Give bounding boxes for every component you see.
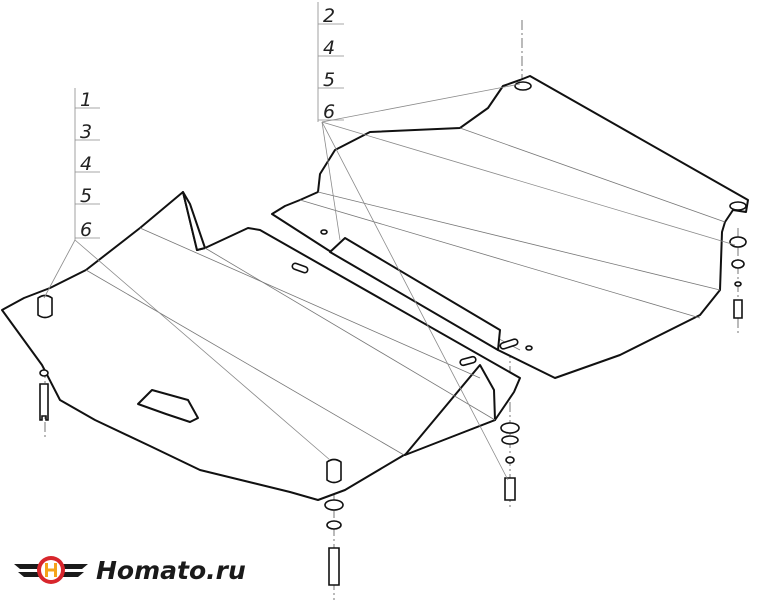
- callout-label-5-right: 5: [323, 69, 335, 91]
- callout-label-4-right: 4: [323, 37, 335, 59]
- cutout-access-hatch: [137, 389, 199, 423]
- slot-hole-front-1: [291, 262, 309, 274]
- spacer-bushing-left: [37, 294, 53, 319]
- washer-right-1: [729, 236, 747, 248]
- washer-front-2: [326, 520, 342, 530]
- callout-label-6-right: 6: [323, 101, 335, 123]
- washer-left: [39, 369, 49, 377]
- callout-label-2: 2: [323, 5, 335, 27]
- callout-stack-right: 2 4 5 6: [317, 2, 736, 481]
- bolt-right: [733, 299, 743, 319]
- slot-hole-rear-top: [514, 81, 532, 91]
- slot-hole-front-2: [459, 355, 477, 367]
- brand-emblem-icon: [14, 556, 88, 584]
- washer-right-2: [731, 259, 745, 269]
- slot-hole-rear-centre: [499, 338, 519, 350]
- brand-logo-text: Homato.ru: [96, 555, 246, 585]
- fastener-left: [37, 294, 53, 421]
- washer-right-3: [734, 281, 742, 287]
- front-skid-plate: [1, 191, 521, 501]
- brand-logo: Homato.ru: [12, 550, 246, 590]
- rear-skid-plate: [271, 75, 749, 379]
- callout-stack-left: 1 3 4 5 6: [43, 88, 331, 461]
- washer-front-1: [324, 499, 344, 511]
- washer-middle-3: [505, 456, 515, 464]
- callout-label-1: 1: [80, 89, 92, 111]
- bolt-front: [328, 547, 340, 586]
- fastener-middle: [500, 422, 520, 501]
- callout-label-4-left: 4: [80, 153, 92, 175]
- washer-middle-2: [501, 435, 519, 445]
- hole-rear-plate-2: [525, 345, 533, 351]
- bolt-middle: [504, 477, 516, 501]
- fastener-right: [729, 236, 747, 319]
- callout-label-6-left: 6: [80, 219, 92, 241]
- spacer-bushing-front: [326, 458, 342, 484]
- callout-label-5-left: 5: [80, 185, 92, 207]
- slot-hole-rear-right: [729, 201, 747, 211]
- fastener-front: [324, 458, 344, 586]
- callout-label-3: 3: [80, 121, 92, 143]
- hole-rear-plate-1: [320, 229, 328, 235]
- bolt-left: [39, 383, 49, 421]
- washer-middle-1: [500, 422, 520, 434]
